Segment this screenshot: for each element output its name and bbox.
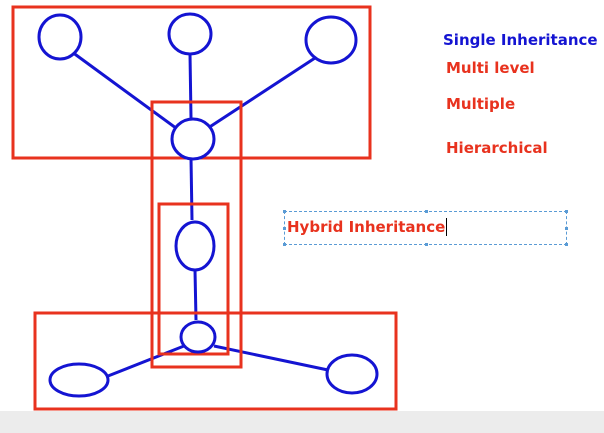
multilevel-group-box <box>150 100 243 369</box>
node-top-right <box>304 15 358 65</box>
label-multi-level: Multi level <box>446 59 535 77</box>
node-top-middle <box>167 12 213 56</box>
edge-top-right-to-center <box>204 56 316 132</box>
node-lower <box>179 320 217 354</box>
label-hierarchical: Hierarchical <box>446 139 548 157</box>
single-group-box <box>157 202 230 356</box>
resize-handle-bottom-left[interactable] <box>283 243 286 246</box>
resize-handle-bottom-right[interactable] <box>565 243 568 246</box>
resize-handle-top-left[interactable] <box>283 210 286 213</box>
hierarchical-bottom-group-box <box>33 311 398 411</box>
hybrid-text-box[interactable]: Hybrid Inheritance <box>283 210 568 246</box>
node-middle <box>174 220 216 272</box>
label-multiple: Multiple <box>446 95 516 113</box>
resize-handle-middle-left[interactable] <box>283 227 286 230</box>
edge-top-left-to-center <box>71 50 181 133</box>
text-cursor <box>446 218 448 236</box>
edge-lower-to-bottom-left <box>107 344 185 378</box>
resize-handle-top-middle[interactable] <box>425 210 428 213</box>
resize-handle-top-right[interactable] <box>565 210 568 213</box>
node-bottom-right <box>325 353 379 395</box>
resize-handle-middle-right[interactable] <box>565 227 568 230</box>
node-center <box>170 117 216 161</box>
resize-handle-bottom-middle[interactable] <box>425 243 428 246</box>
edge-lower-to-bottom-right <box>213 344 329 372</box>
bottom-status-strip <box>0 411 604 433</box>
label-single-inheritance: Single Inheritance <box>443 31 598 49</box>
node-bottom-left <box>48 362 110 398</box>
edge-center-to-middle <box>189 157 194 221</box>
edge-top-middle-to-center <box>188 53 193 119</box>
node-top-left <box>37 13 83 61</box>
hybrid-text-content: Hybrid Inheritance <box>287 218 446 236</box>
label-hybrid-inheritance[interactable]: Hybrid Inheritance <box>287 218 448 236</box>
